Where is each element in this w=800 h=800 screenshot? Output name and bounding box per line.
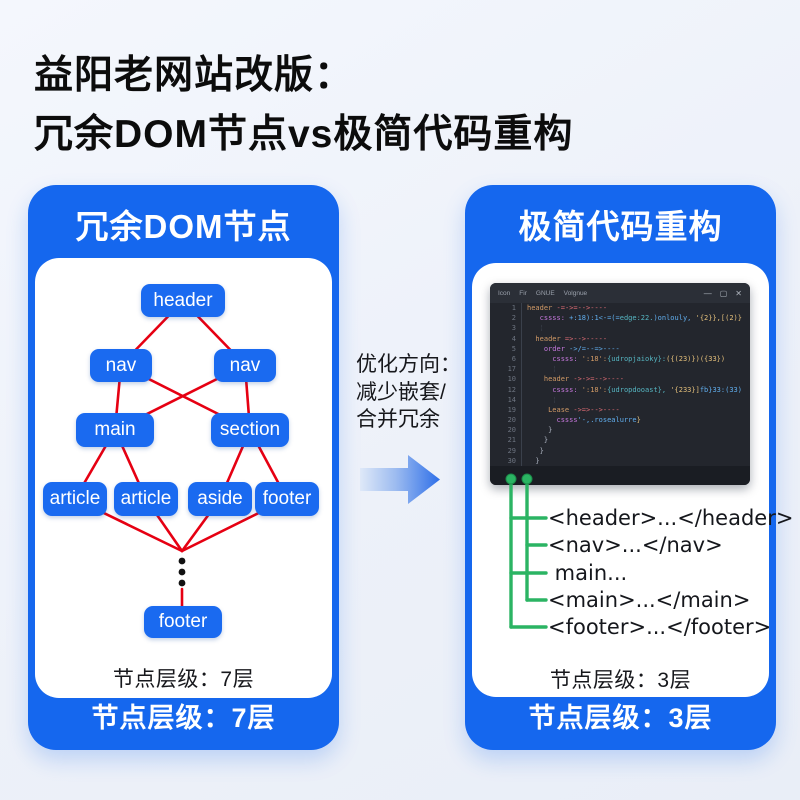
code-line: 20 cssss'-,.rosealurre}	[490, 415, 750, 426]
code-line: 29 }	[490, 445, 750, 456]
menu-item[interactable]: Volgnue	[563, 289, 588, 297]
editor-bottom-bar	[490, 466, 750, 485]
left-card-badge: 节点层级：7层	[91, 703, 276, 733]
code-line: 12 cssss: ':18':{udropdooast}, '{233}]fb…	[490, 384, 750, 395]
code-line: 10 header ->->=-->----	[490, 374, 750, 385]
snippet-footer: <footer>...</footer>	[548, 615, 772, 639]
close-icon[interactable]: ✕	[735, 288, 742, 298]
code-line: 30 }	[490, 455, 750, 466]
page-title-line2: 冗余DOM节点vs极简代码重构	[34, 113, 574, 156]
code-line: 21 }	[490, 435, 750, 446]
right-card-badge: 节点层级：3层	[528, 703, 713, 733]
snippet-header: <header>...</header>	[548, 506, 794, 530]
snippet-main-text: main...	[548, 561, 628, 585]
snippet-nav: <nav>...</nav>	[548, 533, 723, 557]
tree-node-footer-1: footer	[255, 482, 319, 516]
right-caption: 节点层级：3层	[549, 669, 692, 692]
code-line: 19 Lease ->=>-->----	[490, 404, 750, 416]
left-caption: 节点层级：7层	[112, 668, 255, 691]
tree-node-header: header	[141, 284, 225, 317]
tree-node-footer-2: footer	[144, 606, 222, 638]
code-line: 2 cssss: +:18):1<-=(=edge:22.)onlouly, '…	[490, 313, 750, 324]
tree-node-aside: aside	[188, 482, 252, 516]
code-line: 4 header =>-->-----	[490, 333, 750, 344]
tree-node-nav-1: nav	[90, 349, 152, 382]
code-line: 20 }	[490, 425, 750, 436]
code-line: 6 cssss: ':18':{udropjaioky}:({(23)})({3…	[490, 353, 750, 365]
note-line: 合并冗余	[356, 408, 440, 431]
tree-node-nav-2: nav	[214, 349, 276, 382]
page-title-line1: 益阳老网站改版：	[34, 54, 355, 97]
note-line: 优化方向：	[356, 353, 461, 376]
window-controls: — ▢ ✕	[704, 289, 742, 298]
tree-node-section: section	[211, 413, 289, 447]
code-line: 5 order ->/=--=>----	[490, 343, 750, 354]
code-line: 14 ¦	[490, 394, 750, 405]
menu-item[interactable]: Fir	[519, 289, 527, 297]
tree-node-article-1: article	[43, 482, 107, 516]
menu-item[interactable]: Icon	[498, 289, 511, 297]
editor-title-bar: Icon Fir GNUE Volgnue — ▢ ✕	[490, 283, 750, 303]
code-line: 17 ¦	[490, 364, 750, 375]
snippet-main: <main>...</main>	[548, 588, 751, 612]
optimization-note: 优化方向： 减少嵌套/ 合并冗余	[356, 351, 461, 434]
left-card-title: 冗余DOM节点	[75, 208, 292, 245]
right-arrow-icon	[360, 455, 440, 504]
tree-node-main: main	[76, 413, 154, 447]
right-card-title: 极简代码重构	[518, 208, 723, 245]
editor-menu: Icon Fir GNUE Volgnue	[498, 290, 587, 297]
tree-node-article-2: article	[114, 482, 178, 516]
code-line: 3 ¦	[490, 323, 750, 334]
minimize-icon[interactable]: —	[703, 288, 712, 298]
note-line: 减少嵌套/	[356, 380, 446, 404]
menu-item[interactable]: GNUE	[535, 289, 555, 297]
maximize-icon[interactable]: ▢	[719, 288, 728, 298]
